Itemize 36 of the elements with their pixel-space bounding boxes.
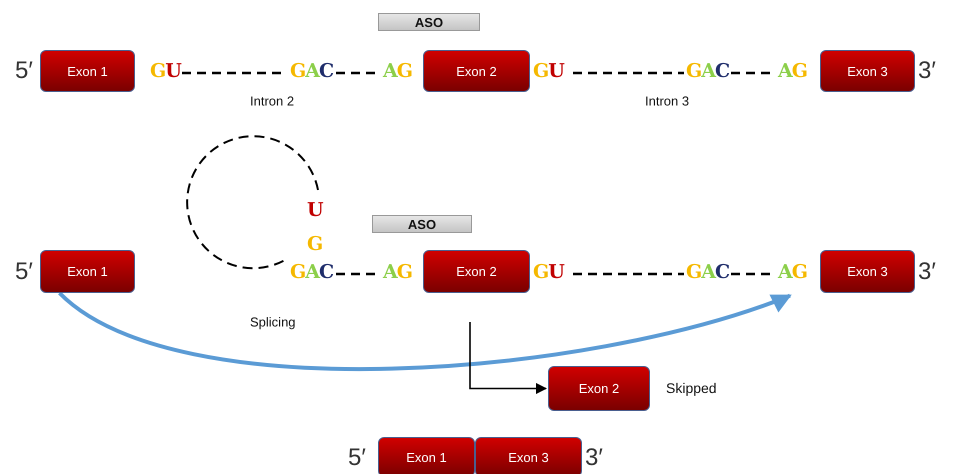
exon-box: Exon 2 [423,50,530,92]
node-caption: Skipped [666,380,717,396]
exon-box: Exon 1 [40,250,135,293]
nucleotide-label: GAC [686,261,730,283]
nucleotide-label: AG [778,60,807,82]
nucleotide-label: AG [383,60,412,82]
strand-end-label: 3′ [585,444,603,472]
strand-end-label: 5′ [15,258,33,286]
nucleotide-label: G [307,233,322,255]
nucleotide-label: GU [533,261,564,283]
nucleotide-label: AG [778,261,807,283]
aso-bar: ASO [372,215,472,233]
aso-bar: ASO [378,13,480,31]
exon-box: Exon 3 [475,437,582,474]
exon-box: Exon 2 [423,250,530,293]
nucleotide-label: GAC [686,60,730,82]
nucleotide-label: GU [150,60,181,82]
exon-box: Exon 3 [820,250,915,293]
arrow [58,291,792,371]
nucleotide-label: GAC [290,261,334,283]
exon-box: Exon 1 [378,437,475,474]
nucleotide-label: GAC [290,60,334,82]
nucleotide-label: GU [533,60,564,82]
arrow [469,322,548,394]
region-label: Intron 2 [250,94,294,108]
nucleotide-label: U [307,199,323,221]
strand-end-label: 3′ [918,258,936,286]
exon-box: Exon 2 [548,366,650,411]
region-label: Splicing [250,314,296,330]
nucleotide-label: AG [383,261,412,283]
strand-end-label: 5′ [348,444,366,472]
exon-box: Exon 1 [40,50,135,92]
strand-end-label: 3′ [918,57,936,85]
strand-end-label: 5′ [15,57,33,85]
exon-box: Exon 3 [820,50,915,92]
region-label: Intron 3 [645,94,690,108]
